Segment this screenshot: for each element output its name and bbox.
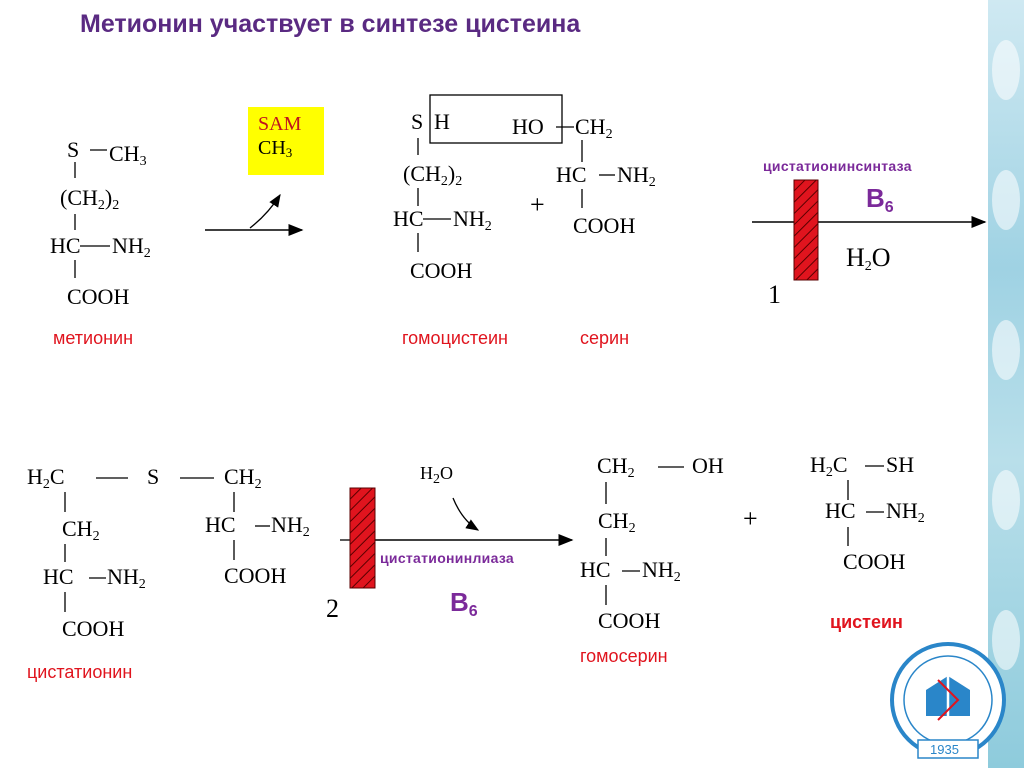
homoserine-label: гомосерин: [580, 646, 668, 666]
serine-ch2: CH2: [575, 114, 613, 142]
homoserine-oh: OH: [692, 453, 724, 478]
cysteine-h2c: H2C: [810, 452, 848, 480]
plus-sign-2: +: [743, 504, 758, 533]
inhibitor-block-1: [793, 179, 819, 281]
cysteine-label: цистеин: [830, 612, 903, 632]
homocysteine-cooh: COOH: [410, 258, 473, 283]
enzyme-label-2: цистатионинлиаза: [380, 550, 514, 566]
homocysteine-ch2-group: (CH2)2: [403, 161, 463, 189]
cystathionine-h2c: H2C: [27, 464, 65, 492]
homoserine-ch2-top: CH2: [597, 453, 635, 481]
cystathionine-hc-left: HC: [43, 564, 74, 589]
sh-ho-highlight-box: [429, 94, 563, 144]
methionine-ch3: CH3: [109, 141, 147, 169]
sam-box: [248, 107, 324, 175]
cystathionine-ch2-left: CH2: [62, 516, 100, 544]
cysteine-cooh: COOH: [843, 549, 906, 574]
enzyme-label-1: цистатионинсинтаза: [763, 158, 912, 174]
homoserine-nh2: NH2: [642, 557, 681, 585]
methionine-label: метионин: [53, 328, 134, 348]
homoserine-cooh: COOH: [598, 608, 661, 633]
serine-nh2: NH2: [617, 162, 656, 190]
methionine-hc: HC: [50, 233, 81, 258]
serine-label: серин: [580, 328, 630, 348]
decorative-side-strip: [988, 0, 1024, 768]
cysteine-sh: SH: [886, 452, 915, 477]
cystathionine-nh2-left: NH2: [107, 564, 146, 592]
cystathionine-label: цистатионин: [27, 662, 133, 682]
cystathionine-cooh-right: COOH: [224, 563, 287, 588]
vitamin-b6-label-2: B6: [450, 587, 478, 620]
cystathionine-s: S: [147, 464, 160, 489]
cysteine-nh2: NH2: [886, 498, 925, 526]
methionine-s: S: [67, 137, 80, 162]
sam-curved-arrow: [249, 193, 281, 229]
serine-hc: HC: [556, 162, 587, 187]
cystathionine-ch2-right: CH2: [224, 464, 262, 492]
inhibitor-block-2: [349, 487, 376, 589]
cystathionine-hc-right: HC: [205, 512, 236, 537]
cystathionine-nh2-right: NH2: [271, 512, 310, 540]
water-curved-arrow: [452, 497, 480, 531]
university-logo: [890, 642, 1006, 759]
step-number-1: 1: [768, 280, 781, 309]
homocysteine-label: гомоцистеин: [402, 328, 508, 348]
step-number-2: 2: [326, 594, 339, 623]
homoserine-ch2-mid: CH2: [598, 508, 636, 536]
cysteine-hc: HC: [825, 498, 856, 523]
water-label-2: H2O: [420, 463, 453, 487]
logo-year: 1935: [930, 742, 959, 757]
serine-ho: HO: [512, 114, 544, 139]
methionine-nh2: NH2: [112, 233, 151, 261]
plus-sign-1: +: [530, 190, 545, 219]
methionine-cooh: COOH: [67, 284, 130, 309]
sam-label: SAM CH3: [258, 113, 302, 160]
homocysteine-s: S: [411, 109, 424, 134]
methionine-ch2-group: (CH2)2: [60, 185, 120, 213]
homoserine-hc: HC: [580, 557, 611, 582]
cystathionine-cooh-left: COOH: [62, 616, 125, 641]
homocysteine-hc: HC: [393, 206, 424, 231]
vitamin-b6-label-1: B6: [866, 183, 894, 216]
homocysteine-nh2: NH2: [453, 206, 492, 234]
homocysteine-h: H: [434, 109, 450, 134]
water-label-1: H2O: [846, 243, 891, 274]
serine-cooh: COOH: [573, 213, 636, 238]
page-title: Метионин участвует в синтезе цистеина: [80, 10, 581, 38]
